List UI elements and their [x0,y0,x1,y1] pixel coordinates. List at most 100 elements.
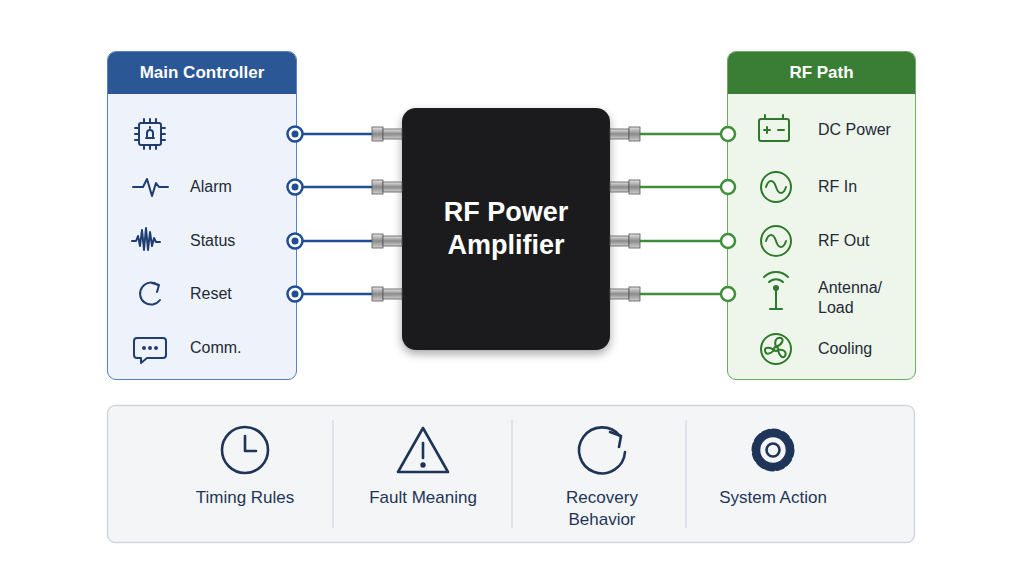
reset-icon [140,283,160,305]
signal-label: RF Out [818,231,910,251]
wire-line [610,133,727,136]
bubble-dot [149,347,151,349]
bubble-dot [155,347,157,349]
battery-body [759,119,789,141]
signal-wire [610,134,727,135]
reset-arc [140,283,160,305]
wire-line [610,240,727,243]
battery-marks [764,115,784,133]
port-dot [288,127,303,142]
rf-in-icon [761,172,791,202]
feature-label: Fault Meaning [368,487,478,509]
warning-triangle [398,428,448,472]
wire-line [610,186,727,189]
feature-label: Timing Rules [190,487,300,509]
signal-circle [761,172,791,202]
antenna-tip [774,286,778,290]
signal-label: Reset [190,284,290,304]
warning-dot [422,464,425,467]
chip-bell [146,127,154,138]
connector-nut [372,234,383,248]
connector-body [610,236,629,246]
panel-heading: RF Path [728,52,915,94]
left-fittings [372,127,402,301]
wire-line [297,240,402,243]
signal-wire [297,187,402,188]
signal-circle [761,226,791,256]
signal-wire [297,241,402,242]
fan-hub [774,347,778,351]
right-ports [721,127,735,301]
connector-body [383,129,402,139]
rf-out-icon [761,226,791,256]
fan-icon [761,334,791,364]
connector-nut [629,127,640,141]
amplifier-box: RF Power Amplifier [402,108,610,350]
port-dot [721,180,735,194]
rf-connector [372,127,402,141]
rf-connector [372,287,402,301]
port-core [292,291,299,298]
connector-nut [372,180,383,194]
signal-label: DC Power [818,120,910,140]
connector-body [383,289,402,299]
clock-icon [222,427,268,473]
fan-blades [765,338,786,357]
amplifier-label: RF Power Amplifier [402,196,610,262]
reset-head [152,283,159,292]
rf-path-icons [759,115,791,364]
port-dot [721,127,735,141]
recovery-head [610,432,621,447]
rf-connector [610,234,640,248]
connector-body [610,129,629,139]
connector-body [383,236,402,246]
controller-icons [132,119,168,363]
divider [685,420,687,528]
gear-teeth [755,432,791,468]
recovery-arc [579,427,625,473]
wire-line [610,293,727,296]
bubble-dot [143,347,145,349]
panel-heading: Main Controller [108,52,296,94]
clock-hands [245,436,256,451]
waveform-icon [132,228,160,250]
controller-panel: Main Controller [107,51,297,380]
divider [332,420,334,528]
warning-mark [422,443,425,458]
pulse-icon [133,179,168,196]
signal-wire [610,294,727,295]
right-fittings [610,127,640,301]
antenna-waves [764,272,788,282]
band-icons [222,427,791,473]
signal-wire [610,241,727,242]
connector-nut [629,234,640,248]
gear-icon [755,432,791,468]
signal-label: Antenna/ Load [818,278,898,318]
antenna-icon [764,272,788,309]
rf-connector [610,287,640,301]
signal-label: Alarm [190,177,290,197]
signal-label: Cooling [818,339,910,359]
port-core [292,238,299,245]
wire-line [297,293,402,296]
sine-wave [766,181,786,193]
port-core [292,184,299,191]
divider [511,420,513,528]
left-port-cores [292,131,299,298]
speech-bubble [134,338,166,363]
port-dot [288,180,303,195]
connector-body [610,289,629,299]
rf-path-panel: RF Path [727,51,916,380]
signal-wire [610,187,727,188]
signal-label: Status [190,231,290,251]
gear-rim [759,436,787,464]
port-dot [288,234,303,249]
chip-icon [135,119,165,149]
fan-ring [761,334,791,364]
wire-line [297,133,402,136]
signal-wire [297,134,402,135]
